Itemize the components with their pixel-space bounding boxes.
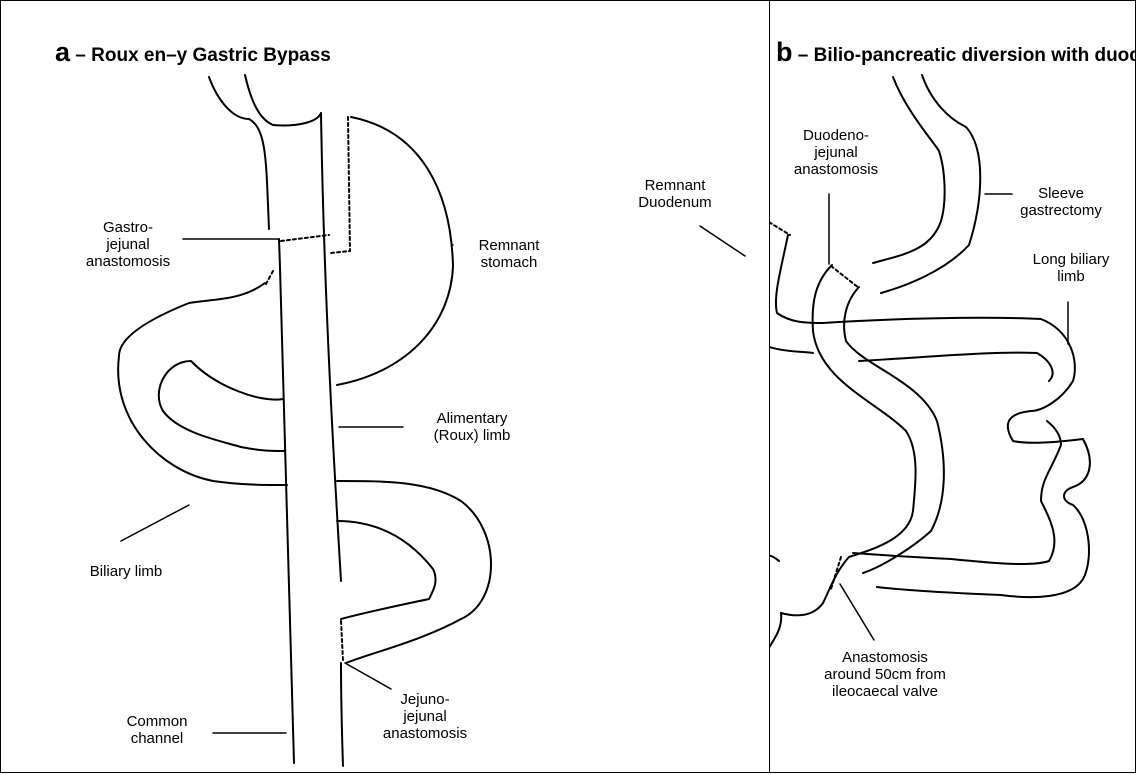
pointer-anastomosis xyxy=(840,584,874,640)
pointer-remnant-duodenum xyxy=(700,226,745,256)
